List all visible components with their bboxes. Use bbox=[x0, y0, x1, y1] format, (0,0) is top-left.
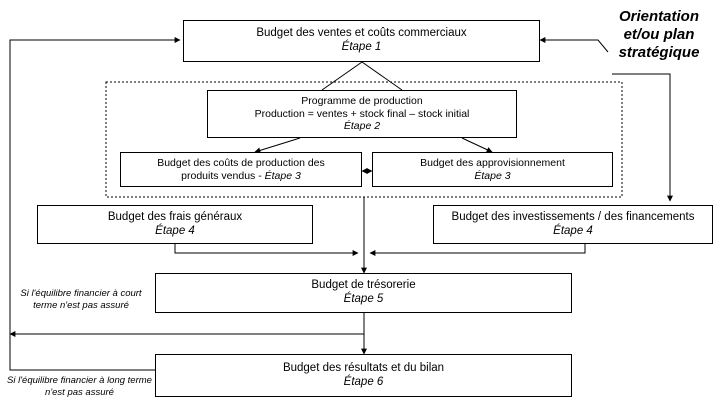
orientation-label: Orientation et/ou plan stratégique bbox=[618, 8, 700, 61]
box-budget-investissements: Budget des investissements / des finance… bbox=[433, 205, 713, 244]
box-budget-couts-production: Budget des coûts de production des produ… bbox=[120, 152, 362, 187]
box-budget-tresorerie-title: Budget de trésorerie bbox=[311, 279, 416, 292]
box-budget-tresorerie-step: Étape 5 bbox=[343, 293, 384, 305]
box-budget-ventes-step: Étape 1 bbox=[341, 41, 382, 53]
arrow-invest-tresorerie bbox=[369, 244, 586, 256]
arrow-orientation-invest bbox=[612, 73, 673, 202]
note-long-terme: Si l'équilibre financier à long terme n'… bbox=[7, 375, 152, 398]
link-ventes-production-right bbox=[361, 61, 403, 91]
link-ventes-production-left bbox=[321, 61, 363, 91]
arrow-long-terme-feedback bbox=[9, 37, 181, 371]
box-budget-resultats-title: Budget des résultats et du bilan bbox=[282, 361, 445, 374]
box-budget-approvisionnement-step: Étape 3 bbox=[474, 169, 511, 182]
box-budget-tresorerie: Budget de trésorerie Étape 5 bbox=[155, 273, 572, 313]
box-programme-production-step: Étape 2 bbox=[343, 120, 381, 133]
box-programme-production: Programme de production Production = ven… bbox=[207, 90, 517, 138]
box-budget-frais-generaux-title: Budget des frais généraux bbox=[107, 210, 243, 223]
arrow-production-appro bbox=[461, 137, 493, 153]
arrow-production-couts bbox=[254, 137, 301, 154]
arrow-frais-tresorerie bbox=[174, 244, 359, 256]
box-budget-ventes-title: Budget des ventes et coûts commerciaux bbox=[256, 27, 467, 40]
box-budget-resultats-step: Étape 6 bbox=[343, 375, 384, 388]
box-budget-couts-production-title: Budget des coûts de production des produ… bbox=[157, 156, 325, 182]
box-budget-investissements-title: Budget des investissements / des finance… bbox=[451, 210, 695, 223]
box-budget-approvisionnement-title: Budget des approvisionnement bbox=[420, 156, 565, 169]
box-budget-couts-production-step: Étape 3 bbox=[264, 169, 301, 182]
note-court-terme: Si l'équilibre financier à court terme n… bbox=[20, 288, 142, 311]
arrow-orientation-ventes bbox=[539, 37, 609, 53]
box-programme-production-title: Programme de production bbox=[301, 95, 423, 108]
box-budget-frais-generaux: Budget des frais généraux Étape 4 bbox=[37, 205, 313, 244]
box-budget-ventes: Budget des ventes et coûts commerciaux É… bbox=[183, 20, 540, 62]
box-programme-production-formula: Production = ventes + stock final – stoc… bbox=[254, 107, 470, 120]
box-budget-approvisionnement: Budget des approvisionnement Étape 3 bbox=[372, 152, 613, 187]
box-budget-frais-generaux-step: Étape 4 bbox=[155, 224, 195, 237]
box-budget-resultats: Budget des résultats et du bilan Étape 6 bbox=[155, 354, 572, 397]
box-budget-investissements-step: Étape 4 bbox=[553, 224, 593, 237]
